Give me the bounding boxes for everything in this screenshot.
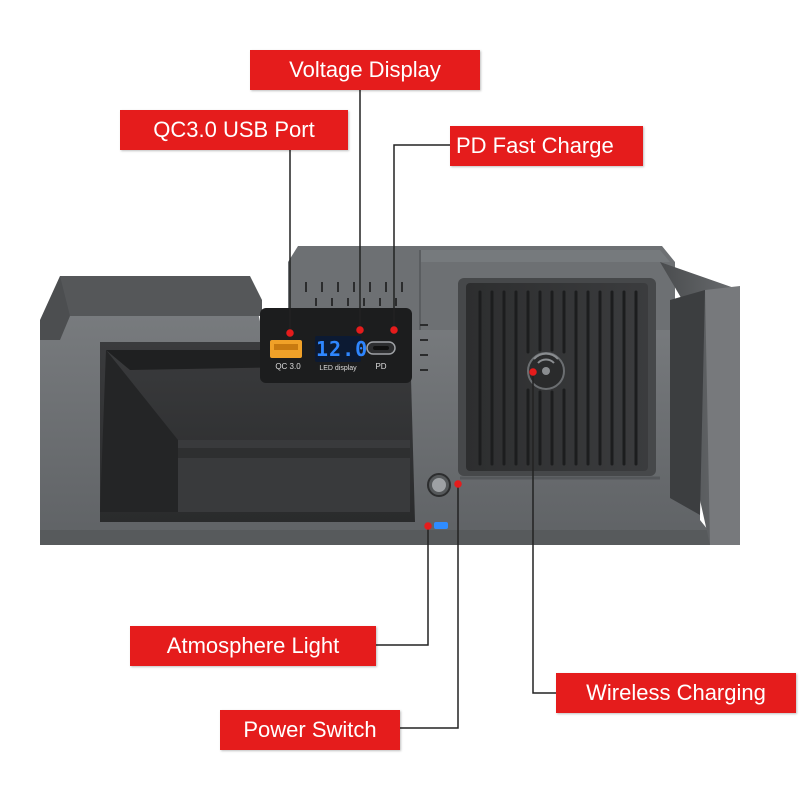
voltage-reading: 12.0 [316,337,369,361]
callout-voltage-display: Voltage Display [250,50,480,90]
callout-pd-fast-charge: PD Fast Charge [450,126,643,166]
wireless-symbol-icon [527,352,565,390]
qc-port-label: QC 3.0 [275,362,301,371]
callout-leader-lines [286,90,556,729]
callout-wireless-charging: Wireless Charging [556,673,796,713]
side-wall [660,262,740,545]
led-display-label: LED display [319,365,357,372]
atmosphere-light [434,522,448,529]
port-panel [260,308,428,383]
pd-port-label: PD [375,362,387,371]
voltage-led-display [315,336,361,362]
callout-qc-usb-port: QC3.0 USB Port [120,110,348,150]
power-switch[interactable] [427,473,451,497]
wireless-charging-pad [458,278,660,480]
callout-power-switch: Power Switch [220,710,400,750]
callout-atmosphere-light: Atmosphere Light [130,626,376,666]
